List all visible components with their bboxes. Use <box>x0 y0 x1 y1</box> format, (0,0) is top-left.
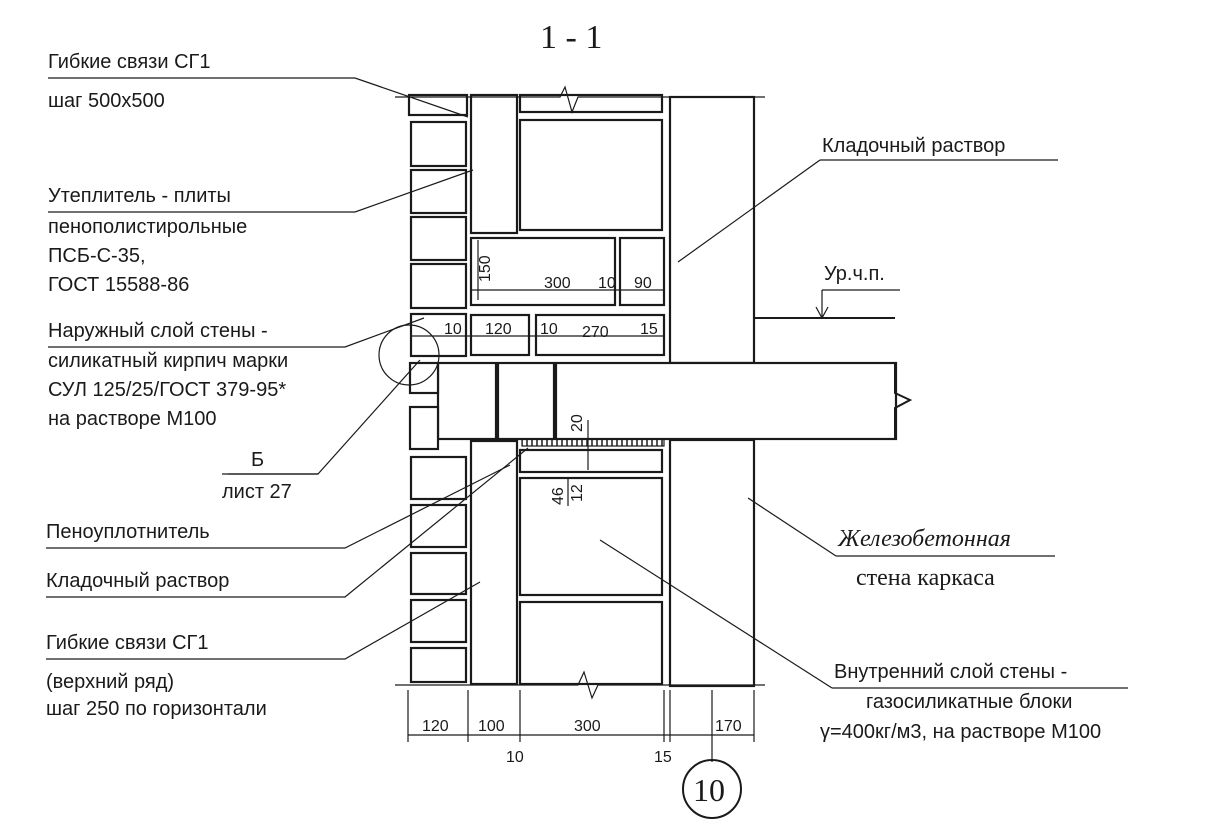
label-ref-sheet: лист 27 <box>222 481 292 503</box>
dim-bottom-120: 120 <box>422 718 449 735</box>
dim-bottom-10: 10 <box>506 749 524 766</box>
dim-270: 270 <box>582 324 609 341</box>
label-outer-layer-3: СУЛ 125/25/ГОСТ 379-95* <box>48 379 286 401</box>
dim-bottom-100: 100 <box>478 718 505 735</box>
detail-b-circle <box>378 324 440 386</box>
dim-150: 150 <box>477 255 494 282</box>
label-rc-wall-2: стена каркаса <box>856 565 995 591</box>
dim-46: 46 <box>550 487 567 505</box>
label-flex-ties-2-step: шаг 250 по горизонтали <box>46 698 267 720</box>
break-lines <box>395 85 765 700</box>
insulation-lower <box>469 439 519 686</box>
dimension-lines <box>407 240 755 762</box>
label-insulation-2: пенополистирольные <box>48 216 247 238</box>
rc-wall <box>668 95 756 365</box>
floor-slab <box>408 361 913 451</box>
label-flex-ties-2-row: (верхний ряд) <box>46 671 174 693</box>
label-ref-b: Б <box>251 449 264 471</box>
label-mortar-left: Кладочный раствор <box>46 570 229 592</box>
dim-10-mid: 10 <box>540 321 558 338</box>
label-floor-level: Ур.ч.п. <box>824 263 885 285</box>
label-inner-layer-2: газосиликатные блоки <box>866 691 1072 713</box>
label-outer-layer-1: Наружный слой стены - <box>48 320 268 342</box>
label-rc-wall-1: Железобетонная <box>837 526 1011 552</box>
label-flex-ties-2: Гибкие связи СГ1 <box>46 632 208 654</box>
brick-layer-upper <box>407 93 469 358</box>
dim-bottom-15: 15 <box>654 749 672 766</box>
dim-15-mid: 15 <box>640 321 658 338</box>
label-insulation-4: ГОСТ 15588-86 <box>48 274 189 296</box>
gas-blocks-lower <box>518 448 664 686</box>
label-outer-layer-2: силикатный кирпич марки <box>48 350 288 372</box>
label-flex-ties-1: Гибкие связи СГ1 <box>48 51 210 73</box>
section-title: 1 - 1 <box>540 19 602 56</box>
label-insulation-3: ПСБ-С-35, <box>48 245 146 267</box>
brick-layer-lower <box>409 455 468 684</box>
label-mortar-right: Кладочный раствор <box>822 135 1005 157</box>
dim-300-top: 300 <box>544 275 571 292</box>
rc-wall-lower <box>668 438 756 688</box>
label-inner-layer-1: Внутренний слой стены - <box>834 661 1067 683</box>
dim-bottom-170: 170 <box>715 718 742 735</box>
label-foam-seal: Пеноуплотнитель <box>46 521 210 543</box>
dim-20: 20 <box>569 414 586 432</box>
dim-90: 90 <box>634 275 652 292</box>
dim-10-left: 10 <box>444 321 462 338</box>
foam-seal-strip <box>521 438 665 447</box>
axis-marker-label: 10 <box>693 772 725 808</box>
dim-10-top: 10 <box>598 275 616 292</box>
label-insulation-1: Утеплитель - плиты <box>48 185 231 207</box>
insulation-upper <box>469 93 519 235</box>
label-outer-layer-4: на растворе М100 <box>48 408 217 430</box>
floor-finish <box>754 317 895 364</box>
dim-12: 12 <box>569 484 586 502</box>
label-flex-ties-1-step: шаг 500х500 <box>48 90 165 112</box>
dim-bottom-300: 300 <box>574 718 601 735</box>
gas-blocks-upper <box>469 93 666 357</box>
label-inner-layer-3: γ=400кг/м3, на растворе М100 <box>820 721 1101 743</box>
axis-marker-circle <box>682 759 742 819</box>
dim-120-mid: 120 <box>485 321 512 338</box>
